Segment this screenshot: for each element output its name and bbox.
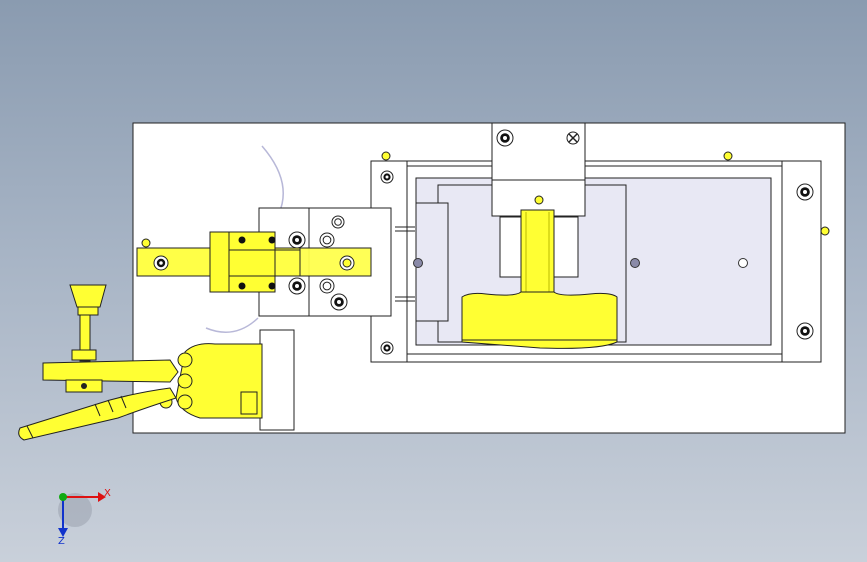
toggle-clamp-mount (259, 329, 295, 431)
socket-bolt-hex (503, 136, 507, 140)
through-hole (319, 232, 335, 248)
z-axis-label: Z (58, 536, 65, 547)
handle-grip-line (26, 425, 34, 439)
spindle-pad-neck (77, 306, 99, 316)
through-hole-inner (322, 281, 332, 291)
handle-grip-line (94, 403, 101, 417)
handle-grip-line (107, 399, 114, 413)
handle-grip-line (120, 395, 127, 409)
locator-dot-mid (630, 258, 640, 268)
toggle-pivot (177, 394, 193, 410)
locator-dot-left (413, 258, 423, 268)
clamp-jaw-inner (228, 231, 276, 293)
socket-bolt-hex (803, 190, 807, 194)
toggle-clamp-cylinder (240, 391, 258, 415)
dowel-pin (820, 226, 830, 236)
socket-bolt-hex (385, 175, 389, 179)
toggle-pivot (177, 352, 193, 368)
through-hole-inner (334, 218, 342, 226)
socket-bolt-hex (295, 238, 299, 242)
clamp-bar-translucent (299, 247, 372, 277)
jaw-bolt (268, 282, 276, 290)
cross-screw-slot (568, 133, 578, 143)
spindle-pad (69, 284, 107, 308)
triad-disc (58, 493, 92, 527)
x-axis-arrow (98, 492, 106, 502)
socket-bolt-hex (385, 346, 389, 350)
spindle-nut-hole (81, 383, 87, 389)
orientation-triad[interactable]: X Z (58, 488, 111, 547)
slider-head (461, 291, 618, 349)
toggle-clamp-handle (18, 387, 177, 441)
fastener-group (141, 129, 830, 355)
socket-bolt-hex (803, 329, 807, 333)
x-axis-label: X (104, 488, 111, 499)
toggle-pivot (177, 373, 193, 389)
toggle-clamp-arm (42, 359, 179, 383)
dowel-pin (534, 195, 544, 205)
dowel-pin (141, 238, 151, 248)
dowel-pin (723, 151, 733, 161)
through-hole (319, 278, 335, 294)
y-axis-dot (59, 493, 67, 501)
through-hole (331, 215, 345, 229)
socket-bolt-hex (337, 300, 341, 304)
socket-bolt-hex (159, 261, 163, 265)
spindle-nut (71, 349, 97, 361)
through-hole-inner (322, 235, 332, 245)
arc-sketch-lower (205, 317, 259, 333)
jaw-bolt (238, 282, 246, 290)
socket-bolt-hex (295, 284, 299, 288)
locator-dot-right (738, 258, 748, 268)
jaw-bolt (268, 236, 276, 244)
jaw-bolt (238, 236, 246, 244)
bar-bolt-center (342, 258, 352, 268)
z-axis-arrow (58, 528, 68, 537)
dowel-pin (381, 151, 391, 161)
